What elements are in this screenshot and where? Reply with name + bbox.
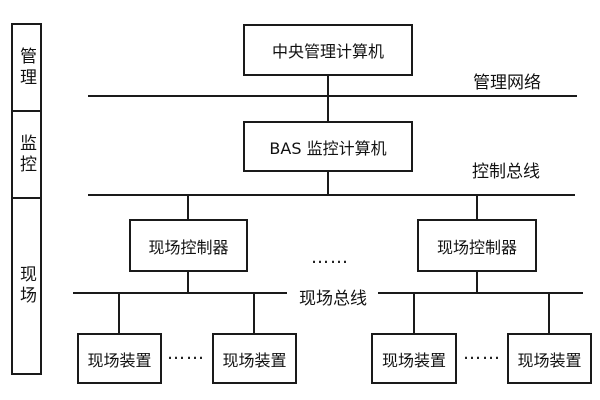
field-bus-line-left <box>73 292 287 294</box>
field-bus-line-right <box>378 292 583 294</box>
control-bus-line <box>88 194 575 196</box>
connector-control-bus-to-controller-right <box>476 196 478 219</box>
field-bus-label: 现场总线 <box>297 284 369 309</box>
node-bas-monitoring-computer: BAS 监控计算机 <box>243 121 413 172</box>
node-field-device-2: 现场装置 <box>212 333 297 384</box>
node-central-management-computer: 中央管理计算机 <box>243 24 413 76</box>
node-field-device-1: 现场装置 <box>77 333 162 384</box>
ellipsis-controllers: …… <box>311 247 349 268</box>
node-field-device-4: 现场装置 <box>507 333 592 384</box>
connector-central-to-bas <box>327 75 329 121</box>
connector-field-bus-to-device-4 <box>548 294 550 333</box>
sidebar-level-monitoring: 监控 <box>11 110 42 199</box>
connector-bas-to-control-bus <box>327 171 329 194</box>
control-bus-label: 控制总线 <box>472 162 540 182</box>
connector-controller-left-to-field-bus <box>187 271 189 292</box>
management-network-label: 管理网络 <box>473 73 541 93</box>
connector-control-bus-to-controller-left <box>187 196 189 219</box>
sidebar-level-management: 管理 <box>11 23 42 112</box>
ellipsis-devices-left: …… <box>167 343 205 364</box>
node-field-device-3: 现场装置 <box>371 333 457 384</box>
management-network-line <box>88 95 577 97</box>
sidebar-level-field: 现场 <box>11 197 42 375</box>
connector-field-bus-to-device-3 <box>413 294 415 333</box>
ellipsis-devices-right: …… <box>463 343 501 364</box>
connector-field-bus-to-device-1 <box>118 294 120 333</box>
connector-controller-right-to-field-bus <box>476 271 478 292</box>
node-field-controller-left: 现场控制器 <box>129 219 248 272</box>
node-field-controller-right: 现场控制器 <box>417 219 537 272</box>
connector-field-bus-to-device-2 <box>253 294 255 333</box>
